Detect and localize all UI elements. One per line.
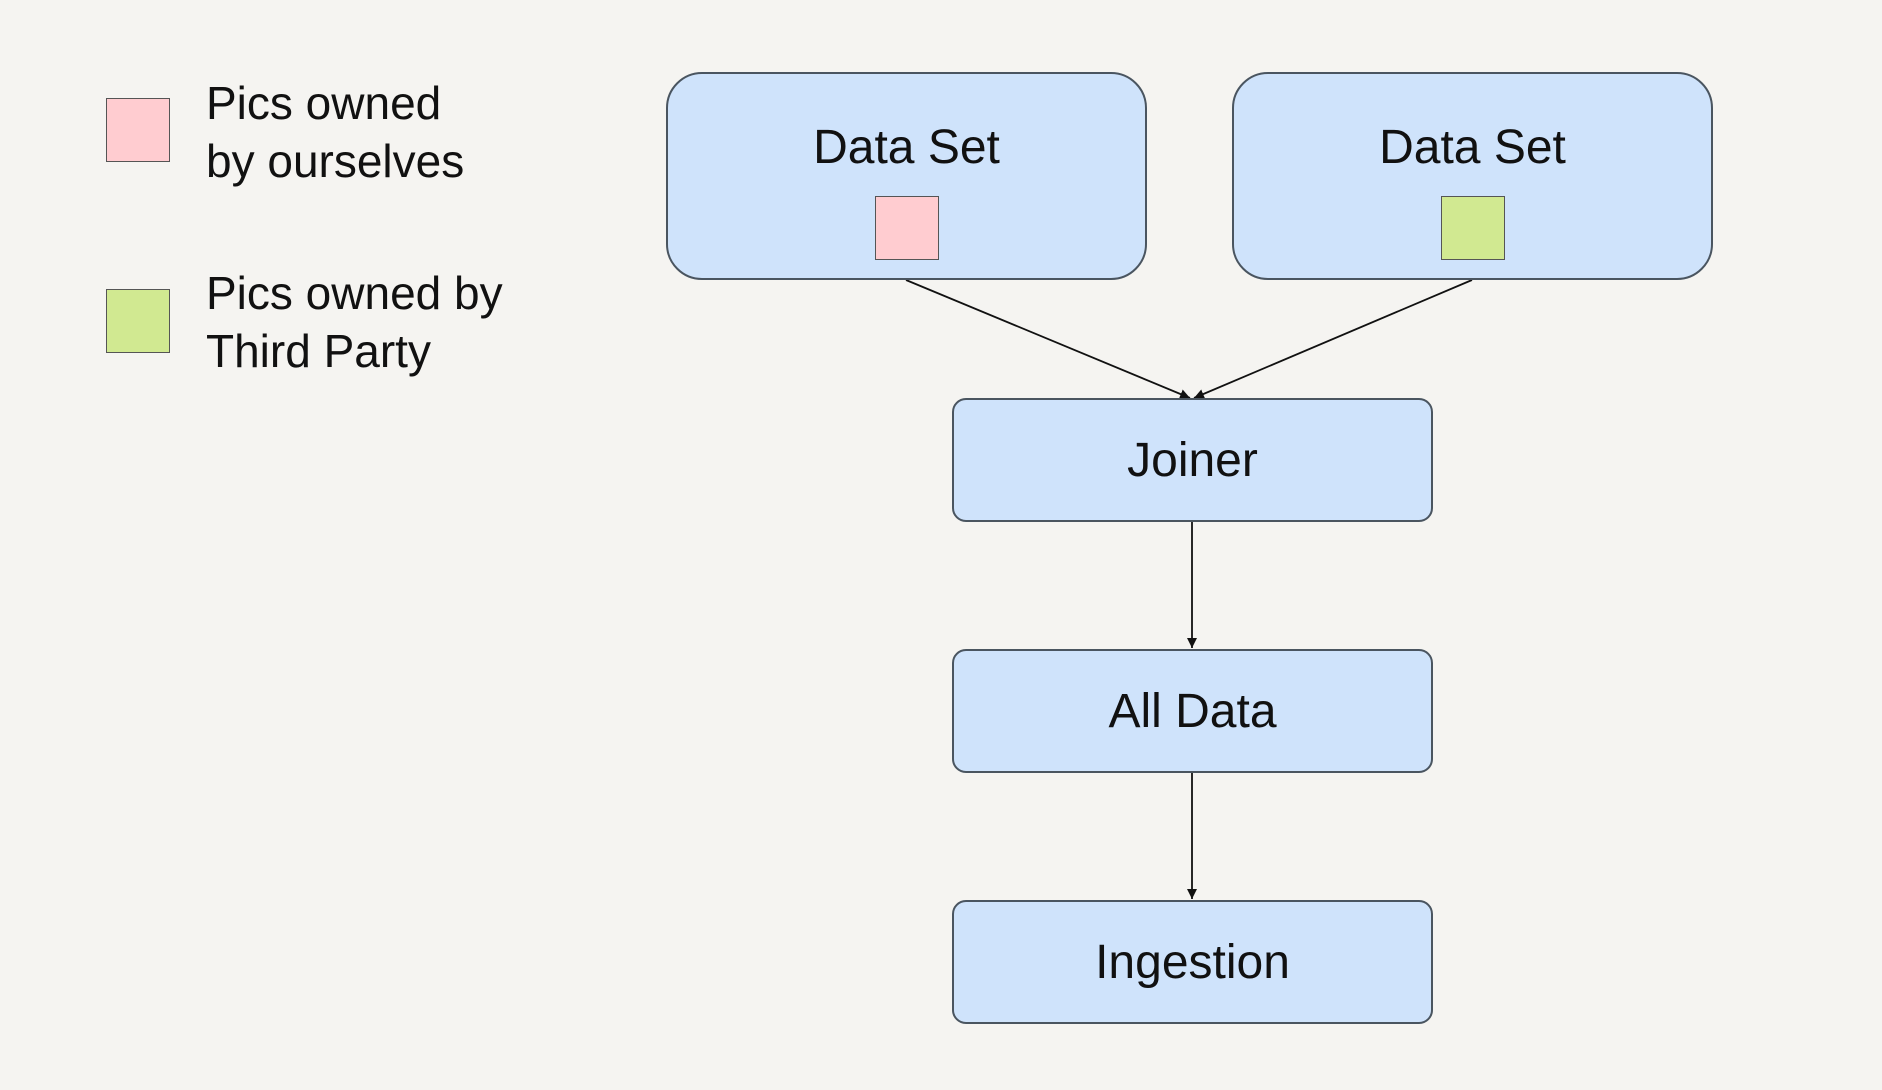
edge-dataset-left-to-joiner	[905, 279, 1191, 399]
node-dataset-third-party: Data Set	[1232, 72, 1713, 280]
node-dataset-ourselves: Data Set	[666, 72, 1147, 280]
legend-swatch-third-party	[106, 289, 170, 353]
legend-label-ourselves: Pics owned by ourselves	[206, 77, 465, 187]
node-all-data-label: All Data	[1108, 684, 1277, 738]
node-ingestion: Ingestion	[952, 900, 1433, 1024]
node-joiner-label: Joiner	[1127, 433, 1258, 487]
legend-swatch-ourselves	[106, 98, 170, 162]
node-dataset-ourselves-label: Data Set	[813, 121, 1000, 174]
edge-dataset-right-to-joiner	[1193, 279, 1473, 399]
legend-label-third-party: Pics owned by Third Party	[206, 267, 503, 377]
dataset-third-party-swatch	[1440, 196, 1505, 260]
node-dataset-third-party-label: Data Set	[1379, 121, 1566, 174]
node-ingestion-label: Ingestion	[1095, 935, 1290, 989]
dataset-ourselves-swatch	[874, 196, 939, 260]
node-all-data: All Data	[952, 649, 1433, 773]
node-joiner: Joiner	[952, 398, 1433, 522]
